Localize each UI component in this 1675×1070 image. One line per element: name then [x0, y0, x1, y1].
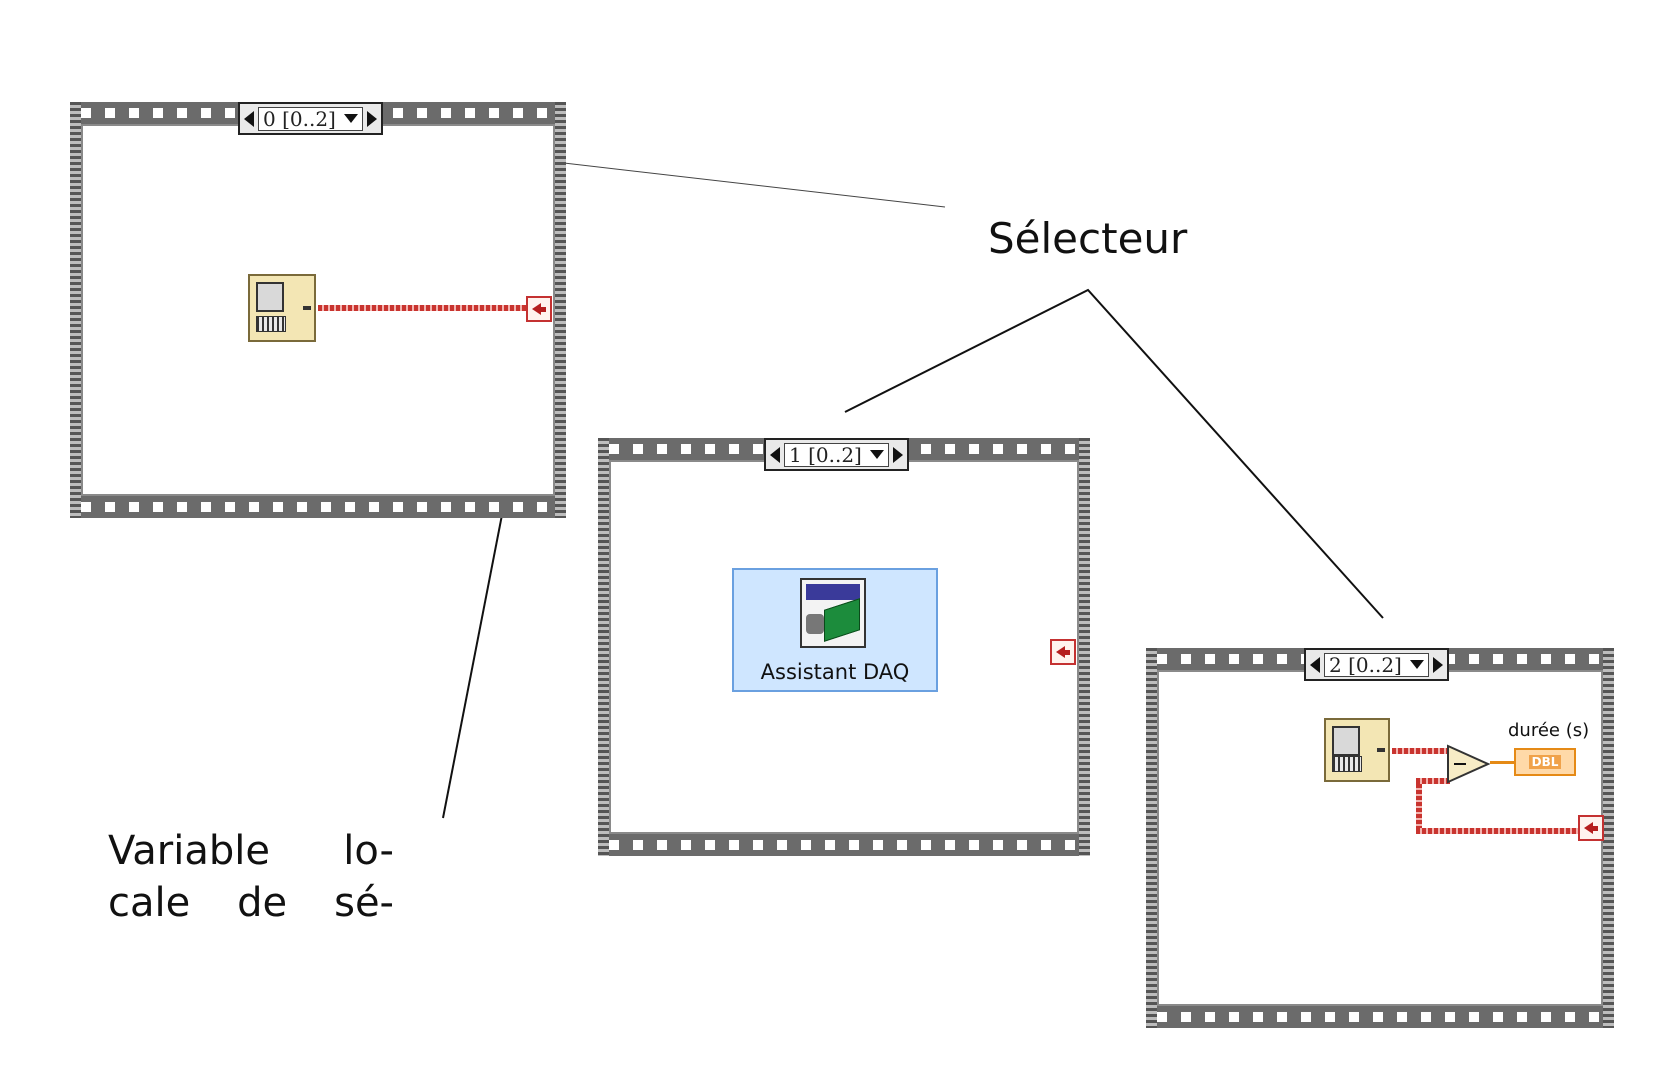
frame-border-right	[1603, 648, 1614, 1028]
tick-count-keyboard	[1332, 756, 1362, 772]
dbl-type-tag: DBL	[1528, 755, 1562, 769]
left-arrow-icon	[532, 303, 541, 315]
selector-callout-line-1-2	[844, 288, 1384, 619]
terminal-dot	[541, 306, 546, 312]
frame-border-left	[70, 102, 81, 518]
duration-indicator[interactable]: DBL	[1514, 748, 1576, 776]
selector-value-box[interactable]: 2 [0..2]	[1324, 652, 1429, 677]
frame-border-right	[1079, 438, 1090, 856]
terminal-dot	[1593, 825, 1598, 831]
local-variable-annotation-line1: Variable lo-	[108, 828, 394, 874]
frame-selector[interactable]: 0 [0..2]	[238, 102, 383, 135]
sequence-local-terminal[interactable]	[1578, 815, 1604, 841]
daq-assistant-label: Assistant DAQ	[760, 660, 910, 684]
dropdown-arrow-icon[interactable]	[869, 450, 884, 459]
indicator-label: durée (s)	[1508, 720, 1590, 741]
increment-arrow-icon[interactable]	[892, 446, 903, 463]
plug-icon	[806, 614, 824, 634]
selector-value: 1 [0..2]	[789, 442, 862, 467]
tick-count-screen	[256, 282, 284, 312]
frame-selector[interactable]: 2 [0..2]	[1304, 648, 1449, 681]
dropdown-arrow-icon[interactable]	[1409, 660, 1424, 669]
frame-border-right	[555, 102, 566, 518]
left-arrow-icon	[1584, 822, 1593, 834]
waveform-icon	[806, 584, 860, 600]
decrement-arrow-icon[interactable]	[1310, 656, 1320, 673]
tick-count-icon[interactable]	[1324, 718, 1390, 782]
increment-arrow-icon[interactable]	[366, 110, 377, 127]
daq-card-icon	[824, 598, 860, 642]
output-terminal	[303, 306, 311, 310]
film-strip-bottom	[1146, 1006, 1614, 1028]
wire[interactable]	[318, 305, 528, 311]
frame-border-left	[598, 438, 609, 856]
dropdown-arrow-icon[interactable]	[343, 114, 358, 123]
film-strip-bottom	[70, 496, 566, 518]
wire[interactable]	[1490, 761, 1516, 764]
decrement-arrow-icon[interactable]	[770, 446, 780, 463]
sequence-frame-2: 2 [0..2] durée (s) DBL	[1146, 648, 1614, 1028]
subtract-triangle-icon	[1447, 744, 1491, 784]
wire[interactable]	[1416, 828, 1580, 834]
selector-value: 2 [0..2]	[1329, 652, 1402, 677]
tick-count-keyboard	[256, 316, 286, 332]
increment-arrow-icon[interactable]	[1432, 656, 1443, 673]
sequence-frame-1: 1 [0..2] Assistant DAQ	[598, 438, 1090, 856]
sequence-frame-0: 0 [0..2]	[70, 102, 566, 518]
tick-count-icon[interactable]	[248, 274, 316, 342]
subtract-function-icon[interactable]	[1446, 744, 1491, 784]
daq-assistant-icon	[800, 578, 866, 648]
left-arrow-icon	[1056, 646, 1065, 658]
selector-value: 0 [0..2]	[263, 106, 336, 131]
sequence-local-terminal[interactable]	[1050, 639, 1076, 665]
wire[interactable]	[1416, 778, 1422, 828]
wire[interactable]	[1392, 748, 1450, 754]
tick-count-screen	[1332, 726, 1360, 756]
selector-value-box[interactable]: 0 [0..2]	[258, 106, 363, 131]
terminal-dot	[1065, 649, 1070, 655]
selector-value-box[interactable]: 1 [0..2]	[784, 442, 889, 467]
daq-assistant-node[interactable]: Assistant DAQ	[732, 568, 938, 692]
local-variable-annotation-line2: cale de sé-	[108, 880, 394, 926]
selector-annotation: Sélecteur	[988, 214, 1188, 263]
decrement-arrow-icon[interactable]	[244, 110, 254, 127]
wire[interactable]	[1416, 778, 1450, 784]
frame-selector[interactable]: 1 [0..2]	[764, 438, 909, 471]
frame-border-left	[1146, 648, 1157, 1028]
film-strip-bottom	[598, 834, 1090, 856]
sequence-local-terminal[interactable]	[526, 296, 552, 322]
output-terminal	[1377, 748, 1385, 752]
